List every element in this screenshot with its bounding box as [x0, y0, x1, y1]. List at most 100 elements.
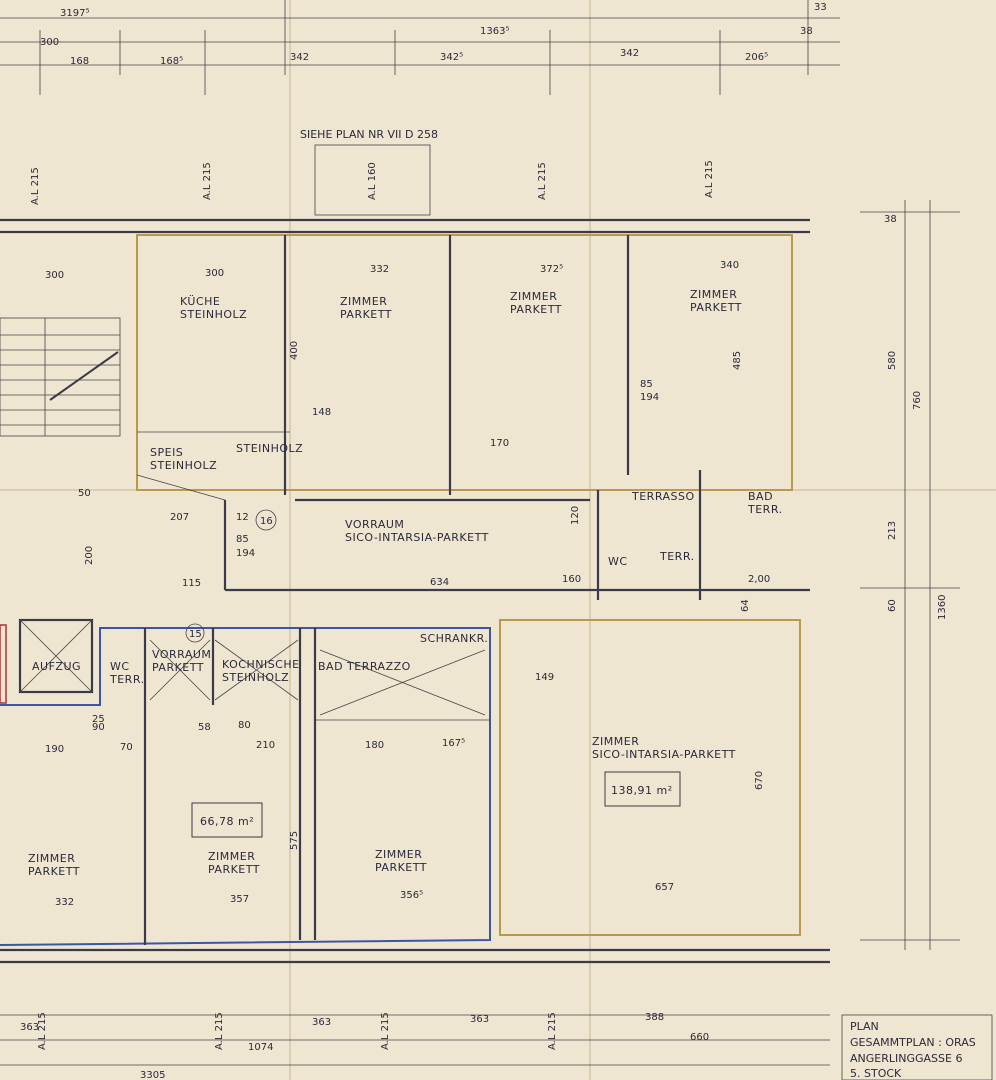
dim-label: 210: [256, 740, 275, 751]
sill-label: A.L 215: [202, 162, 213, 200]
dim-label: 1360: [937, 595, 948, 620]
room-label-schrankraum: SCHRANKR.: [420, 632, 488, 645]
room-label-steinholz: STEINHOLZ: [236, 442, 303, 455]
dim-label: 760: [912, 391, 923, 410]
dim-top: 342⁵: [440, 52, 463, 63]
dim-label: 357: [230, 894, 249, 905]
lower-apartment-right: [499, 619, 801, 936]
dim-label: 180: [365, 740, 384, 751]
dim-label: 580: [887, 351, 898, 370]
lower-apartment-left: [0, 627, 491, 946]
dim-label: 3305: [140, 1070, 165, 1080]
room-label-terr: TERR.: [659, 550, 695, 563]
circle-label: 15: [189, 629, 202, 640]
dim-label: 60: [887, 599, 898, 612]
room-label-aufzug: AUFZUG: [32, 660, 81, 673]
dim-label: 372⁵: [540, 264, 563, 275]
sill-label: A.L 215: [537, 162, 548, 200]
room-dimensions: 300 300 332 372⁵ 340 485 400 170 207 634…: [20, 214, 948, 1080]
right-dimension-chain: [860, 200, 960, 950]
dim-label: 300: [45, 270, 64, 281]
title-block-line: ANGERLINGGASSE 6: [850, 1052, 962, 1065]
dim-label: 1074: [248, 1042, 273, 1053]
dim-top: 168⁵: [160, 56, 183, 67]
dim-label: 149: [535, 672, 554, 683]
dim-label: 388: [645, 1012, 664, 1023]
dim-top: 206⁵: [745, 52, 768, 63]
dim-label: 80: [238, 720, 251, 731]
dim-label: 485: [732, 351, 743, 370]
dim-label: 85: [640, 379, 653, 390]
title-block: PLAN GESAMMTPLAN : ORAS ANGERLINGGASSE 6…: [841, 1014, 993, 1080]
dim-label: 575: [289, 831, 300, 850]
elevator-shaft: [0, 618, 94, 704]
dim-top: 168: [70, 56, 89, 67]
dim-label: 400: [289, 341, 300, 360]
staircase: [0, 317, 121, 437]
dim-label: 160: [562, 574, 581, 585]
room-label-bad-terrazzo: BAD TERRAZZO: [318, 660, 411, 673]
dim-label: 363: [312, 1017, 331, 1028]
title-block-line: GESAMMTPLAN : ORAS: [850, 1036, 976, 1049]
dim-label: 194: [236, 548, 255, 559]
dim-top: 33: [814, 2, 827, 13]
dim-label: 213: [887, 521, 898, 540]
title-block-line: 5. STOCK: [850, 1067, 902, 1080]
dim-label: 38: [884, 214, 897, 225]
upper-apartment: [136, 234, 810, 600]
dim-label: 85: [236, 534, 249, 545]
stair-circle-marker: [185, 623, 205, 643]
dim-label: 356⁵: [400, 890, 423, 901]
dim-label: 670: [754, 771, 765, 790]
window-bay: [314, 144, 431, 216]
dim-label: 167⁵: [442, 738, 465, 749]
top-dimension-chain: 3197⁵ 1363⁵ 300 168 168⁵ 342 342⁵ 342 20…: [0, 0, 840, 95]
sill-label: A.L 215: [380, 1012, 391, 1050]
dim-total-right: 1363⁵: [480, 26, 509, 37]
dim-label: 657: [655, 882, 674, 893]
dim-label: 50: [78, 488, 91, 499]
dim-label: 332: [55, 897, 74, 908]
area-label: 138,91 m²: [611, 784, 673, 797]
sill-label: A.L 215: [704, 160, 715, 198]
bottom-dimension-chain: [0, 1014, 830, 1066]
dim-label: 363: [20, 1022, 39, 1033]
sill-label: A.L 215: [214, 1012, 225, 1050]
dim-top: 38: [800, 26, 813, 37]
dim-label: 64: [740, 599, 751, 612]
dim-label: 148: [312, 407, 331, 418]
dim-label: 200: [84, 546, 95, 565]
sill-label: A.L 215: [37, 1012, 48, 1050]
dim-top: 342: [290, 52, 309, 63]
dim-label: 115: [182, 578, 201, 589]
dim-label: 340: [720, 260, 739, 271]
dim-top: 342: [620, 48, 639, 59]
area-box: [604, 771, 681, 807]
dim-label: 12: [236, 512, 249, 523]
sill-label: A.L 160: [367, 162, 378, 200]
dim-label: 634: [430, 577, 449, 588]
dim-label: 90: [92, 722, 105, 733]
plan-reference-note: SIEHE PLAN NR VII D 258: [300, 128, 438, 141]
dim-label: 190: [45, 744, 64, 755]
dim-label: 58: [198, 722, 211, 733]
dim-label: 70: [120, 742, 133, 753]
dim-label: 120: [570, 506, 581, 525]
dim-label: 2,00: [748, 574, 770, 585]
